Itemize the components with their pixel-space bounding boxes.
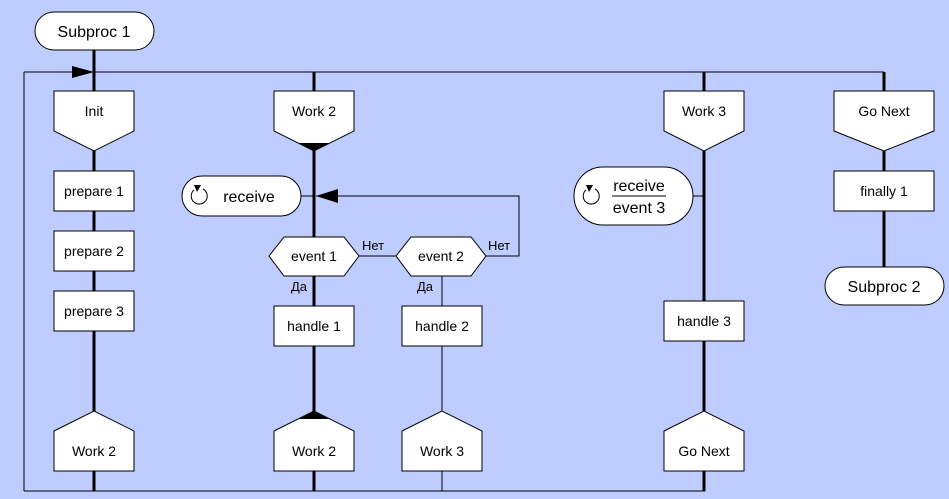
branch-header-work3-label: Work 3 xyxy=(682,103,726,119)
next-gonext-address-label: Go Next xyxy=(678,443,729,459)
work2-marker-icon xyxy=(298,143,330,151)
event1-yes-label: Да xyxy=(291,279,308,294)
loop-back-arrow-icon xyxy=(316,189,338,203)
event2-no-label: Нет xyxy=(488,238,510,253)
receive-node xyxy=(181,175,302,217)
action-handle-2 xyxy=(401,305,483,347)
next-work2-address xyxy=(53,410,135,472)
action-handle-1-label: handle 1 xyxy=(287,318,341,334)
branch-header-gonext xyxy=(833,90,935,152)
branch-header-work2-label: Work 2 xyxy=(292,103,336,119)
branch-header-work2 xyxy=(273,90,355,152)
action-handle-3-label: handle 3 xyxy=(677,313,731,329)
branch-header-work3 xyxy=(663,90,745,152)
wait-icon xyxy=(582,185,600,205)
next-gonext-address xyxy=(663,410,745,472)
action-handle-2-label: handle 2 xyxy=(415,318,469,334)
next-work2-loop-address xyxy=(273,410,355,472)
start-label: Subproc 1 xyxy=(58,24,131,41)
action-prepare-3 xyxy=(53,290,135,332)
branch-header-gonext-label: Go Next xyxy=(858,103,909,119)
action-prepare-3-label: prepare 3 xyxy=(64,303,124,319)
action-handle-3 xyxy=(663,300,745,342)
action-handle-1 xyxy=(273,305,355,347)
event2-yes-label: Да xyxy=(417,279,434,294)
next-work3-address-label: Work 3 xyxy=(420,443,464,459)
action-finally-1 xyxy=(833,170,935,212)
action-prepare-1-label: prepare 1 xyxy=(64,183,124,199)
receive-event3-line1: receive xyxy=(613,178,665,195)
receive-event3-line2: event 3 xyxy=(613,200,666,217)
wait-icon xyxy=(190,185,208,205)
end-terminator xyxy=(824,266,945,306)
event1-decision xyxy=(268,236,360,277)
next-work2-address-label: Work 2 xyxy=(72,443,116,459)
event2-decision xyxy=(395,236,487,277)
event1-label: event 1 xyxy=(291,248,337,264)
work2-loop-marker-icon xyxy=(298,411,330,419)
event2-no-line xyxy=(316,195,520,257)
next-work3-address xyxy=(401,410,483,472)
next-work2-loop-address-label: Work 2 xyxy=(292,443,336,459)
event1-no-label: Нет xyxy=(362,238,384,253)
action-prepare-2-label: prepare 2 xyxy=(64,243,124,259)
receive-label: receive xyxy=(223,189,275,206)
end-label: Subproc 2 xyxy=(848,279,921,296)
start-terminator xyxy=(34,11,155,51)
branch-header-init xyxy=(53,90,135,152)
action-prepare-1 xyxy=(53,170,135,212)
branch-header-init-label: Init xyxy=(85,103,104,119)
action-prepare-2 xyxy=(53,230,135,272)
action-finally-1-label: finally 1 xyxy=(860,183,908,199)
loop-arrow-icon xyxy=(72,66,94,78)
event2-label: event 2 xyxy=(418,248,464,264)
